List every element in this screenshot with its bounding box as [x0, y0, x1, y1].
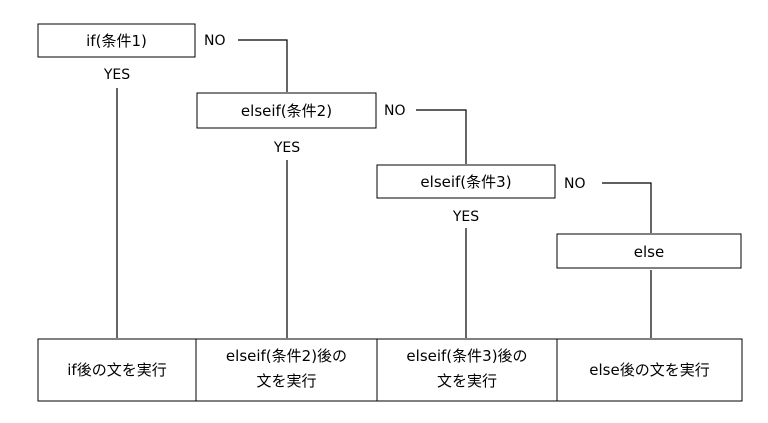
result-text-4: else後の文を実行 — [589, 361, 709, 379]
no-line-2 — [416, 109, 467, 164]
condition-box — [37, 23, 196, 58]
yes-label: YES — [273, 140, 300, 156]
result-text-2-line-1: elseif(条件2)後の — [226, 347, 347, 365]
no-label: NO — [384, 103, 406, 119]
condition-box — [556, 233, 742, 269]
connectors — [116, 39, 652, 338]
condition-box — [376, 164, 556, 199]
no-line-3 — [602, 182, 652, 233]
result-text-3-line-1: elseif(条件3)後の — [406, 347, 527, 365]
condition-if-1: if(条件1) NO YES — [37, 23, 226, 83]
result-text-2-line-2: 文を実行 — [256, 372, 316, 390]
no-label: NO — [204, 33, 226, 49]
condition-box — [196, 92, 377, 129]
condition-label: else — [634, 243, 664, 261]
condition-label: elseif(条件2) — [241, 102, 332, 120]
condition-label: if(条件1) — [86, 32, 147, 50]
condition-else: else — [556, 233, 742, 269]
yes-label: YES — [452, 209, 479, 225]
no-line-1 — [238, 39, 288, 92]
result-text-1: if後の文を実行 — [67, 361, 166, 379]
yes-label: YES — [103, 67, 130, 83]
no-label: NO — [564, 176, 586, 192]
condition-elseif-3: elseif(条件3) NO YES — [376, 164, 586, 225]
result-box-4 — [556, 338, 743, 402]
result-row: if後の文を実行 elseif(条件2)後の 文を実行 elseif(条件3)後… — [37, 338, 743, 402]
condition-elseif-2: elseif(条件2) NO YES — [196, 92, 406, 156]
condition-label: elseif(条件3) — [420, 173, 511, 191]
result-box-1 — [37, 338, 197, 402]
result-text-3-line-2: 文を実行 — [437, 372, 497, 390]
result-box-2 — [195, 338, 378, 402]
